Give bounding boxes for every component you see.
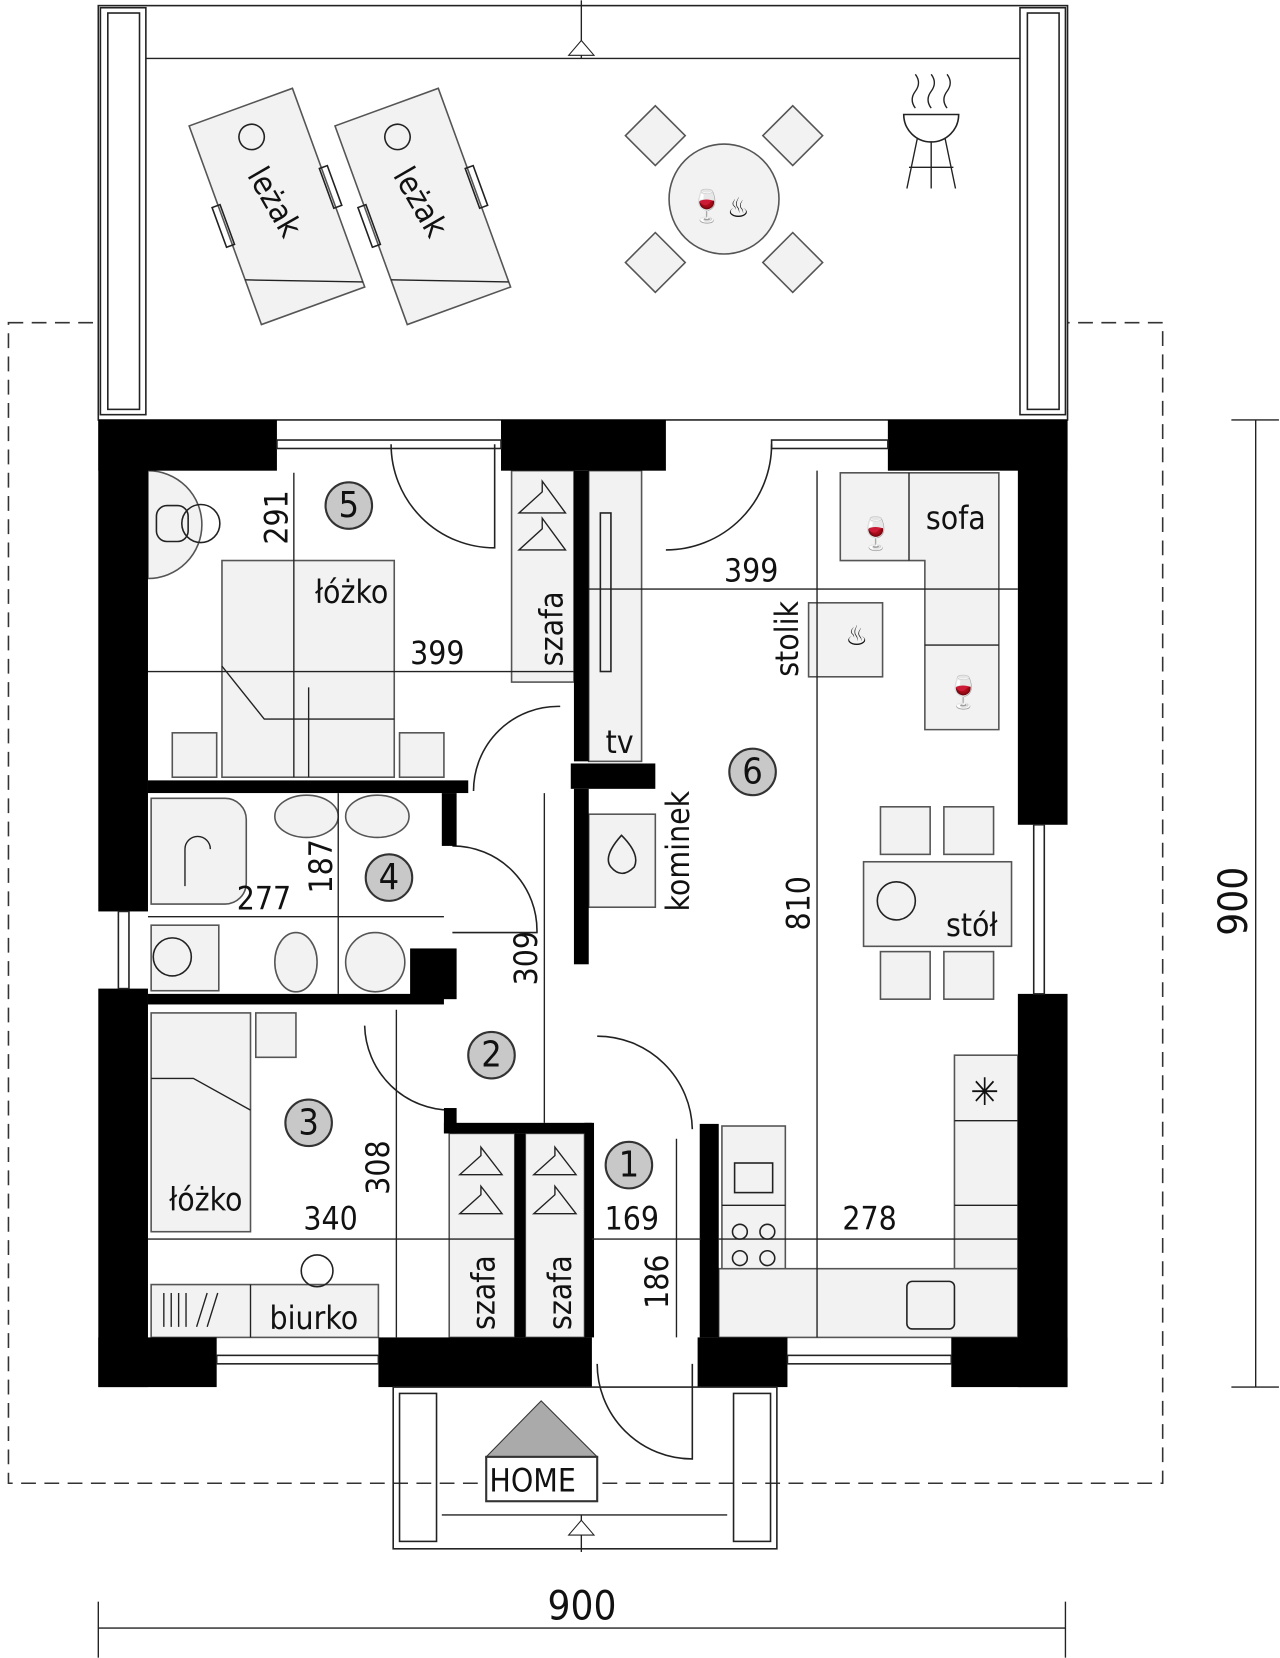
dining-table-label: stół — [946, 908, 998, 944]
dim-r2-depth: 309 — [509, 931, 545, 985]
fireplace-label: kominek — [661, 790, 697, 911]
flame-icon — [607, 834, 637, 875]
lounger-1: leżak — [188, 87, 366, 326]
dimension-labels: 291 399 399 810 277 187 309 308 340 169 … — [237, 490, 1257, 1629]
fridge-snowflake-icon: ✳ — [970, 1070, 999, 1114]
wine-glass-icon: 🍷 — [856, 516, 895, 553]
terrace-entry-arrow-icon — [567, 39, 596, 56]
dim-r4-depth: 187 — [304, 839, 340, 893]
entry-arrow-icon — [567, 1519, 596, 1536]
room-2-number: 2 — [481, 1035, 502, 1076]
home-sign-label: HOME — [489, 1464, 576, 1500]
dim-overall-depth: 900 — [1211, 867, 1257, 936]
room-badges: 1 2 3 4 5 6 — [284, 481, 777, 1190]
windows — [117, 439, 1046, 1365]
dim-r1-depth: 186 — [640, 1254, 676, 1308]
wardrobe-5-label: szafa — [534, 591, 570, 666]
dim-r4-width: 277 — [237, 881, 291, 917]
room-3-number: 3 — [298, 1102, 319, 1143]
wine-glass-icon: 🍷 — [687, 188, 726, 225]
shower-icon — [184, 835, 212, 887]
coffee-table-label: stolik — [770, 600, 806, 676]
dim-r6-depth: 810 — [782, 876, 818, 930]
doors — [363, 444, 773, 1460]
sink-icon — [274, 794, 340, 839]
lounger-2: leżak — [333, 87, 512, 326]
sofa-label: sofa — [926, 501, 986, 537]
room-6-number: 6 — [742, 751, 763, 792]
boiler-icon — [344, 931, 406, 993]
patio-table: 🍷 ♨ — [624, 104, 824, 294]
sink-icon — [344, 794, 410, 839]
pot-icon — [733, 1162, 774, 1194]
dimension-lines — [97, 419, 1279, 1658]
dim-r3-depth: 308 — [361, 1140, 397, 1194]
bed-5-label: łóżko — [315, 575, 388, 611]
room-5-furniture: łóżko szafa — [147, 469, 575, 779]
dim-r1-width: 169 — [605, 1202, 659, 1238]
room-1-number: 1 — [619, 1145, 640, 1186]
kitchen-furniture: ✳ — [717, 1054, 1019, 1339]
entrance-porch: HOME — [392, 1386, 778, 1552]
tv-label: tv — [606, 725, 634, 761]
dim-r5-width: 399 — [410, 636, 464, 672]
dim-r6-width: 399 — [724, 554, 778, 590]
living-furniture: tv kominek 🍷 🍷 sofa ♨ stolik stół — [587, 469, 1013, 1000]
washing-machine-icon — [152, 937, 193, 977]
bed-3-label: łóżko — [169, 1183, 242, 1219]
dim-overall-width: 900 — [548, 1584, 617, 1630]
room-4-number: 4 — [379, 857, 400, 898]
dim-r5-depth: 291 — [259, 490, 295, 544]
wardrobe-a-label: szafa — [467, 1255, 503, 1330]
walls — [98, 419, 1068, 1388]
cutlery-icon — [876, 881, 917, 921]
room-5-number: 5 — [339, 485, 360, 526]
dim-kitchen-width: 278 — [842, 1202, 896, 1238]
hanger-icon — [517, 479, 567, 551]
desk-label: biurko — [270, 1301, 359, 1337]
wardrobe-b-label: szafa — [543, 1255, 579, 1330]
hot-dish-icon: ♨ — [846, 620, 868, 652]
room-3-furniture: łóżko biurko szafa szafa — [150, 1012, 586, 1339]
home-sign: HOME — [484, 1400, 599, 1503]
grill-icon — [902, 73, 960, 189]
books-icon — [163, 1292, 219, 1328]
bathroom-furniture — [150, 794, 410, 993]
toilet-icon — [274, 931, 318, 993]
hanger-icon — [457, 1145, 578, 1215]
wine-glass-icon: 🍷 — [944, 674, 983, 711]
hot-dish-icon: ♨ — [727, 192, 749, 224]
dim-r3-width: 340 — [303, 1202, 357, 1238]
